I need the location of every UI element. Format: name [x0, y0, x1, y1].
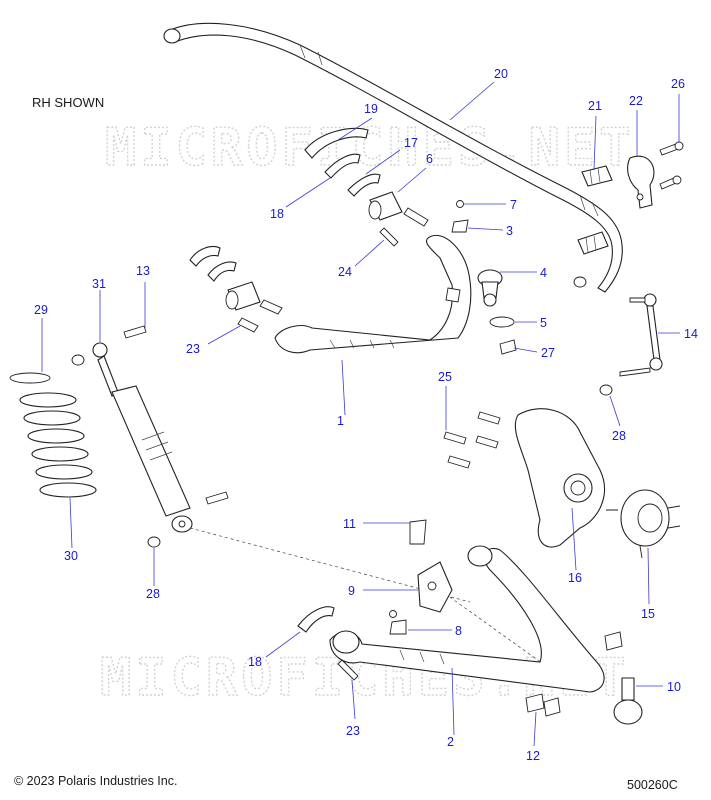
callout-7: 7: [510, 198, 517, 212]
callout-4: 4: [540, 266, 547, 280]
clip-19: [304, 127, 369, 159]
callout-31: 31: [92, 277, 106, 291]
callout-numbers: 1 2 3 4 5 6 7 8 9 10 11 12 13 14 15 16 1…: [34, 67, 698, 763]
bolt-13: [123, 325, 147, 339]
shock-absorber: [92, 342, 193, 533]
nut-27: [499, 339, 517, 355]
bolt-upper: [259, 299, 283, 315]
screw-7: [456, 200, 464, 208]
bolt-24: [379, 227, 399, 247]
callout-20: 20: [494, 67, 508, 81]
bolt-25-c: [475, 435, 499, 449]
callout-14: 14: [684, 327, 698, 341]
screw-8: [389, 610, 397, 618]
bolt-23-upper: [237, 317, 259, 333]
bar-clamp: [627, 155, 655, 209]
callout-29: 29: [34, 303, 48, 317]
nut-lower-right: [604, 631, 623, 651]
callout-5: 5: [540, 316, 547, 330]
diagram-id: 500260C: [627, 778, 678, 792]
spring-seat: [9, 372, 51, 384]
lower-ball-joint: [613, 677, 643, 725]
callout-2: 2: [447, 735, 454, 749]
bolt-25-b: [477, 411, 501, 425]
callout-30: 30: [64, 549, 78, 563]
upper-a-arm: [274, 234, 472, 354]
snap-ring: [489, 316, 515, 328]
callout-28-left: 28: [146, 587, 160, 601]
copyright-text: © 2023 Polaris Industries Inc.: [14, 774, 178, 788]
nut-12-b: [543, 697, 561, 717]
bar-bushing-lower: [577, 231, 609, 255]
callout-9: 9: [348, 584, 355, 598]
callout-23-upper: 23: [186, 342, 200, 356]
callout-13: 13: [136, 264, 150, 278]
callout-21: 21: [588, 99, 602, 113]
clip-18-lower: [297, 606, 335, 633]
bolt-23-lower: [337, 659, 359, 681]
callout-15: 15: [641, 607, 655, 621]
callout-28-right: 28: [612, 429, 626, 443]
bolt-shock-bottom: [205, 491, 229, 505]
nut-3: [451, 219, 469, 233]
clip-upper-left: [189, 245, 221, 267]
callout-11: 11: [343, 517, 356, 531]
callout-8: 8: [455, 624, 462, 638]
callout-25: 25: [438, 370, 452, 384]
clip-17: [347, 173, 381, 197]
bolt-25-d: [447, 455, 471, 469]
callout-19: 19: [364, 102, 378, 116]
clip-8: [389, 619, 407, 635]
callout-3: 3: [506, 224, 513, 238]
stabilizer-link: [619, 293, 663, 377]
upper-ball-joint: [477, 269, 503, 307]
bolt-11: [409, 519, 427, 545]
watermark-top: MICROFICHES.NET: [105, 118, 635, 178]
callout-10: 10: [667, 680, 681, 694]
callout-6: 6: [426, 152, 433, 166]
alignment-line-2: [439, 589, 561, 677]
upper-arm-bushing: [368, 191, 403, 221]
callout-22: 22: [629, 94, 643, 108]
bolt-25-a: [443, 431, 467, 445]
nut-28-left: [147, 536, 161, 548]
clamp-bolt-upper: [659, 141, 684, 156]
clamp-bolt-lower: [659, 175, 682, 190]
spindle: [514, 408, 605, 548]
nut-shock-top: [71, 354, 85, 366]
clip-18: [324, 153, 361, 179]
callout-1: 1: [337, 414, 344, 428]
mount-bracket: [417, 561, 453, 613]
wheel-hub: [606, 489, 681, 559]
callout-24: 24: [338, 265, 352, 279]
nut: [573, 276, 587, 288]
coil-spring: [19, 392, 97, 498]
upper-arm-bushing-2: [225, 281, 261, 311]
bar-bushing: [581, 165, 613, 187]
callout-18-upper: 18: [270, 207, 284, 221]
callout-12: 12: [526, 749, 540, 763]
leader-lines: [41, 81, 680, 747]
lower-a-arm: [329, 545, 605, 693]
callout-17: 17: [404, 136, 418, 150]
callout-23-lower: 23: [346, 724, 360, 738]
callout-27: 27: [541, 346, 555, 360]
callout-26: 26: [671, 77, 685, 91]
bolt: [403, 207, 429, 227]
nut-12-a: [525, 693, 545, 713]
view-note: RH SHOWN: [32, 95, 105, 110]
callout-16: 16: [568, 571, 582, 585]
stabilizer-bar: [163, 22, 623, 293]
nut-28-right: [599, 384, 613, 396]
callout-18-lower: 18: [248, 655, 262, 669]
clip-upper-left-2: [207, 261, 237, 282]
